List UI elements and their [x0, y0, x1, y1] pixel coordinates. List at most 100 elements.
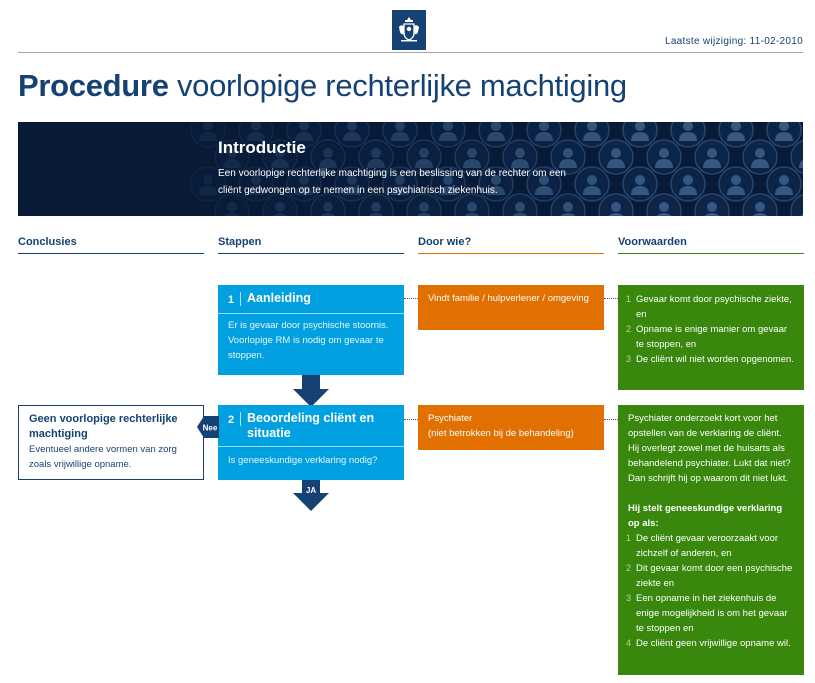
condition-number: 2: [626, 563, 632, 573]
person-icon: [598, 139, 634, 175]
condition-number: 2: [626, 324, 632, 334]
person-icon: [526, 166, 562, 202]
step-2-who-line-2: (niet betrokken bij de behandeling): [428, 428, 574, 439]
step-2-conditions-heading: Hij stelt geneeskundige verklaring op al…: [628, 503, 783, 529]
arrow-down-ja: JA: [293, 480, 329, 511]
column-rule-door-wie: [418, 253, 604, 254]
spacer: [628, 486, 794, 501]
ja-label: JA: [306, 486, 316, 495]
column-header-door-wie: Door wie?: [418, 236, 472, 248]
nee-arrow: Nee: [197, 416, 219, 438]
condition-text: Een opname in het ziekenhuis de enige mo…: [636, 593, 788, 634]
page-title: Procedure voorlopige rechterlijke machti…: [18, 68, 627, 104]
step-2-title-line-1: Beoordeling cliënt en: [247, 411, 375, 425]
person-icon: [286, 122, 322, 148]
person-icon: [478, 166, 514, 202]
condition-text: Dit gevaar komt door een psychische ziek…: [636, 563, 793, 589]
person-icon: [550, 139, 586, 175]
step-2-conditions-intro: Psychiater onderzoekt kort voor het opst…: [628, 413, 791, 484]
conclusion-text: Eventueel andere vormen van zorg zoals v…: [29, 444, 177, 470]
header-divider: [18, 52, 803, 53]
person-icon: [334, 122, 370, 148]
person-icon: [238, 166, 274, 202]
column-rule-stappen: [218, 253, 404, 254]
person-icon: [790, 193, 803, 216]
person-icon: [358, 139, 394, 175]
person-icon: [478, 122, 514, 148]
condition-number: 1: [626, 294, 632, 304]
step-1-conditions-connector: [604, 298, 618, 299]
condition-text: De cliënt wil niet worden opgenomen.: [636, 354, 794, 365]
step-2-title-line-2: situatie: [247, 426, 291, 440]
step-2-number: 2: [228, 414, 235, 426]
person-icon: [430, 122, 466, 148]
person-icon: [430, 166, 466, 202]
condition-item: 3 De cliënt wil niet worden opgenomen.: [626, 352, 794, 367]
person-icon: [646, 139, 682, 175]
person-icon: [550, 193, 586, 216]
person-icon: [310, 193, 346, 216]
person-icon: [694, 193, 730, 216]
column-rule-voorwaarden: [618, 253, 804, 254]
step-1-box[interactable]: 1 Aanleiding Er is gevaar door psychisch…: [218, 285, 404, 375]
person-icon: [406, 139, 442, 175]
condition-item: 2 Opname is enige manier om gevaar te sto…: [626, 322, 794, 352]
person-icon: [382, 122, 418, 148]
person-icon: [262, 139, 298, 175]
step-1-description: Er is gevaar door psychische stoornis. V…: [228, 320, 389, 361]
person-icon: [526, 122, 562, 148]
person-icon: [358, 193, 394, 216]
step-2-conditions-connector: [604, 419, 618, 420]
person-icon: [454, 139, 490, 175]
person-icon: [334, 166, 370, 202]
step-2-box[interactable]: 2 Beoordeling cliënt en situatie Is gene…: [218, 405, 404, 480]
person-icon: [190, 166, 226, 202]
page-title-bold: Procedure: [18, 68, 169, 103]
step-2-connector: [404, 419, 418, 420]
person-icon: [718, 166, 754, 202]
person-icon: [574, 166, 610, 202]
step-1-number: 1: [228, 294, 235, 306]
step-2-description: Is geneeskundige verklaring nodig?: [228, 455, 378, 466]
coat-of-arms-logo: [392, 10, 426, 50]
condition-number: 4: [626, 638, 632, 648]
step-1-who: Vindt familie / hulpverlener / omgeving: [428, 293, 589, 304]
person-icon: [214, 139, 250, 175]
arrow-down-icon: [293, 375, 329, 407]
person-icon: [262, 193, 298, 216]
condition-text: Opname is enige manier om gevaar te stop…: [636, 324, 788, 350]
step-2-separator: [240, 412, 241, 426]
person-icon: [622, 166, 658, 202]
condition-text: De cliënt geen vrijwillige opname wil.: [636, 638, 791, 649]
person-icon: [502, 193, 538, 216]
column-rule-conclusies: [18, 253, 204, 254]
person-icon: [670, 166, 706, 202]
condition-number: 3: [626, 354, 632, 364]
condition-number: 1: [626, 533, 632, 543]
person-icon: [742, 139, 778, 175]
condition-item: 2 Dit gevaar komt door een psychische zie…: [626, 561, 794, 591]
condition-text: en: [636, 309, 647, 320]
last-change-date: Laatste wijziging: 11-02-2010: [664, 36, 803, 47]
step-1-who-box: Vindt familie / hulpverlener / omgeving: [418, 285, 604, 330]
conclusion-box[interactable]: Geen voorlopige rechterlijke machtiging …: [18, 405, 204, 480]
person-icon: [190, 122, 226, 148]
person-icon: [622, 122, 658, 148]
intro-title: Introductie: [218, 138, 306, 157]
person-icon: [214, 193, 250, 216]
column-header-stappen: Stappen: [218, 236, 262, 248]
person-icon: [574, 122, 610, 148]
condition-number: 3: [626, 593, 632, 603]
condition-item: 4 De cliënt geen vrijwillige opname wil.: [626, 636, 794, 651]
nee-label: Nee: [203, 424, 218, 433]
step-1-divider: [218, 313, 404, 314]
person-icon: [286, 166, 322, 202]
step-2-conditions-box: Psychiater onderzoekt kort voor het opst…: [618, 405, 804, 675]
person-icon: [598, 193, 634, 216]
step-2-who-line-1: Psychiater: [428, 413, 473, 424]
step-1-separator: [240, 292, 241, 306]
person-icon: [454, 193, 490, 216]
column-header-conclusies: Conclusies: [18, 236, 77, 248]
